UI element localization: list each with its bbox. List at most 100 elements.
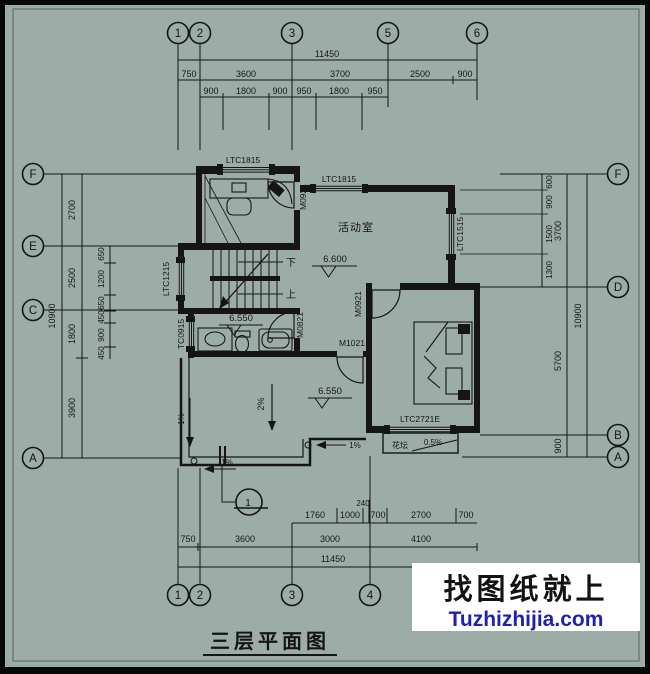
dim: 750: [180, 534, 195, 544]
grid-label: A: [29, 453, 37, 465]
stair-up-label: 上: [286, 289, 296, 301]
grid-label: 3: [289, 590, 295, 602]
arrowhead: [186, 437, 194, 447]
wall-segment: [269, 166, 300, 174]
dim: 3700: [330, 69, 350, 79]
bedroom-furniture: [413, 321, 473, 405]
dim: 2500: [410, 69, 430, 79]
dim: 1000: [340, 510, 360, 520]
dim: 2700: [67, 200, 77, 220]
window-stair: [176, 257, 185, 301]
grid-lines-bottom: [177, 456, 478, 584]
level-mark-symbol: [219, 324, 263, 336]
window-east: [446, 208, 456, 260]
windows: [176, 164, 456, 434]
level-bath: 6.550: [229, 313, 253, 324]
grid-bubble-labels: 1 2 3 5 6 F E C A F D B A 1 2 3 4: [29, 28, 622, 602]
dim: 650: [97, 296, 106, 310]
dim: 1800: [329, 86, 349, 96]
grid-label: 5: [385, 28, 391, 40]
wall-segment: [294, 210, 300, 250]
arrowhead: [204, 465, 214, 473]
bathtub-inner: [261, 331, 290, 349]
wall-segment: [294, 338, 300, 351]
window-label: LTC2721E: [400, 414, 440, 424]
grid-label: 6: [474, 28, 480, 40]
watermark-text-url: Tuzhizhijia.com: [449, 608, 604, 631]
dim: 1200: [97, 270, 106, 288]
window-label: LTC1515: [455, 217, 465, 252]
dim: 900: [97, 328, 106, 342]
slope-right-label: 1%: [349, 441, 361, 450]
arrowhead: [316, 441, 326, 449]
toilet-bowl: [234, 334, 250, 354]
dim: 3700: [553, 221, 563, 241]
wall-segment: [178, 308, 300, 314]
section-leader: [221, 466, 236, 503]
grid-bubble: [188, 583, 212, 607]
dim: 1760: [305, 510, 325, 520]
grid-bubble: [21, 446, 45, 470]
bathtub: [258, 328, 293, 352]
grid-bubble: [21, 298, 45, 322]
dim-bottom-total: 11450: [321, 554, 345, 564]
grid-bubble: [606, 162, 630, 186]
stair-direction-line: [221, 253, 269, 307]
dim-left-total: 10900: [47, 303, 57, 328]
stair-arrowhead: [219, 296, 229, 309]
dim: 900: [272, 86, 287, 96]
wall-segment: [474, 283, 480, 433]
window-label: LTC1815: [322, 174, 357, 184]
door-label: M0821: [295, 312, 305, 338]
wall-segment: [448, 254, 455, 290]
sheet-inner-border: [12, 8, 640, 662]
wall-segment: [450, 426, 480, 433]
door-label: M0921: [298, 184, 308, 210]
dim: 3000: [320, 534, 340, 544]
grid-label: F: [614, 169, 621, 181]
grid-bubble: [606, 445, 630, 469]
dim: 3600: [236, 69, 256, 79]
level-mark-symbol: [308, 397, 352, 409]
dim: 2700: [411, 510, 431, 520]
ceiling-slope-lines: [204, 174, 242, 244]
window-bath: [186, 316, 195, 352]
door-bedroom-swing: [371, 289, 401, 319]
slope-bottom-label: 1%: [221, 458, 233, 467]
monitor: [231, 182, 247, 193]
dim: 240: [356, 499, 370, 508]
bed: [413, 321, 473, 405]
section-marker: 1: [219, 446, 268, 516]
grid-label: 3: [289, 28, 295, 40]
dim: 600: [545, 175, 554, 189]
page-title: 三层平面图: [210, 630, 330, 653]
arrowhead: [268, 421, 276, 431]
drawing-title: 三层平面图: [203, 630, 337, 656]
dim: 3600: [235, 534, 255, 544]
extension-lines-right: [460, 189, 548, 255]
window-study: [217, 164, 275, 175]
window-activity: [310, 184, 368, 193]
flowerbed-slope-label: 0.5%: [424, 438, 442, 447]
window-label: TC0915: [176, 319, 186, 350]
wall-segment: [196, 166, 202, 247]
chair: [226, 197, 252, 216]
plan-labels: 活动室 LTC1815 LTC1815 LTC1515 LTC1215 TC09…: [161, 155, 465, 424]
door-label: M0921: [353, 291, 363, 317]
grid-bubble: [21, 234, 45, 258]
dim: 3900: [67, 398, 77, 418]
grid-label: D: [614, 282, 622, 294]
watermark-text-cn: 找图纸就上: [443, 572, 608, 606]
slope-annotations: 2% 1% 1% 1%: [177, 384, 361, 473]
grid-bubbles: [21, 21, 630, 607]
stair-rail: [210, 276, 280, 281]
terrace-parapet: [179, 358, 366, 467]
dimension-texts: 11450 750 3600 3700 2500 900 900 1800 90…: [47, 49, 583, 564]
room-label-activity: 活动室: [338, 220, 374, 234]
grid-label: 1: [175, 590, 181, 602]
grid-bubble: [280, 21, 304, 45]
dim: 950: [367, 86, 382, 96]
staircase: 下 上: [210, 250, 296, 309]
wall-segment: [366, 426, 390, 433]
